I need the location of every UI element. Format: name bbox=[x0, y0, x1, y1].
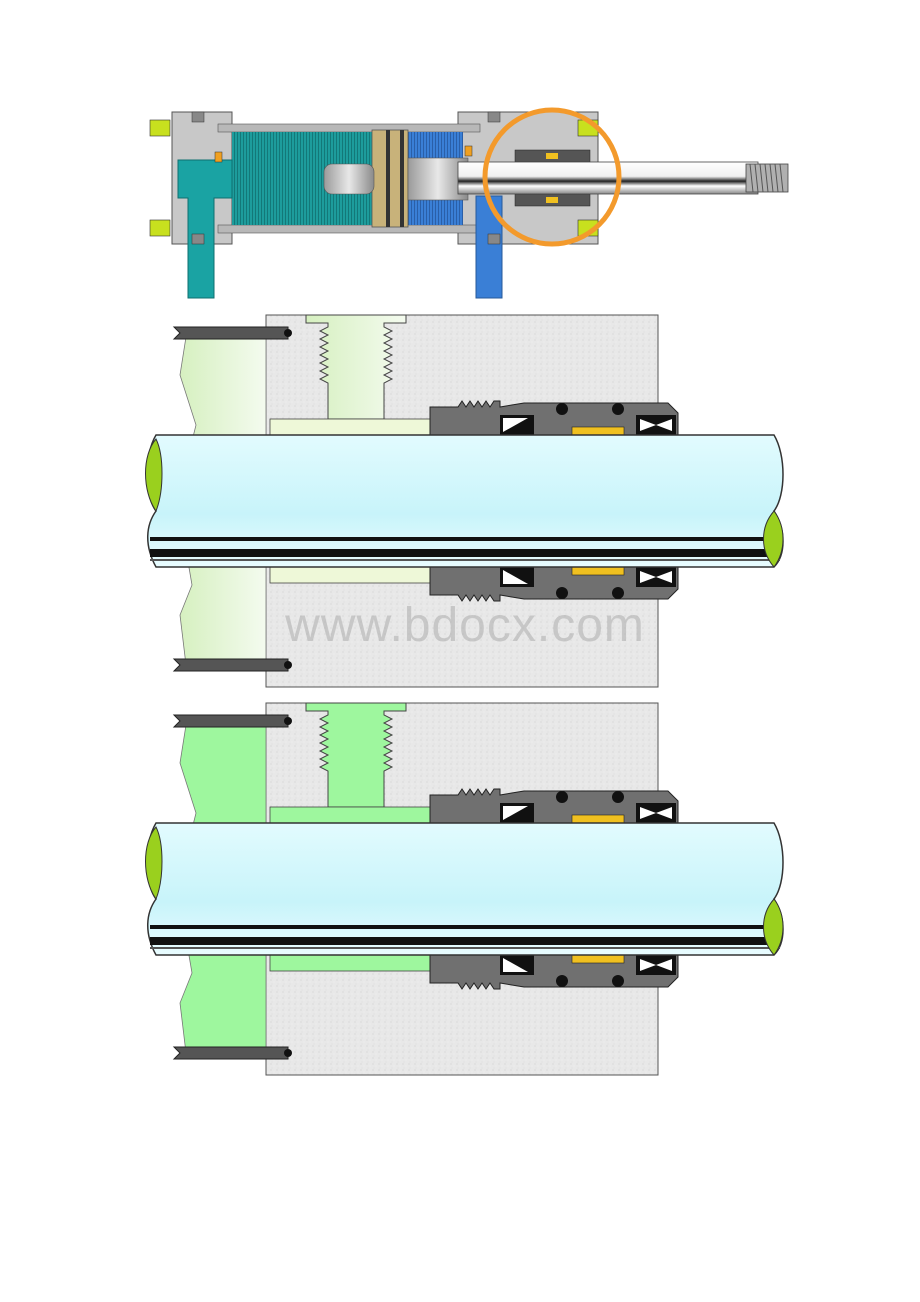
cap-port bbox=[177, 159, 233, 299]
cushion-spear bbox=[323, 163, 375, 195]
rod-end-right bbox=[763, 898, 784, 956]
piston-rod bbox=[457, 161, 759, 195]
gland-highlight-circle bbox=[482, 107, 622, 247]
detail-panel-before bbox=[145, 314, 784, 688]
tie-rod-upper bbox=[172, 714, 289, 728]
overview-cylinder bbox=[149, 107, 789, 299]
rod-thread bbox=[745, 163, 789, 193]
gland-detail bbox=[145, 702, 784, 1076]
tie-rod-lower bbox=[172, 1046, 289, 1060]
rod-port bbox=[475, 195, 503, 299]
tie-rod-upper bbox=[172, 326, 289, 340]
rod-seals-upper bbox=[500, 791, 676, 824]
rod-end-left bbox=[145, 826, 163, 901]
piston-rod-detail bbox=[145, 822, 784, 956]
rod-seals-lower bbox=[500, 954, 676, 987]
piston-rod-detail bbox=[145, 434, 784, 568]
detail-panel-after bbox=[145, 702, 784, 1076]
rod-seals-upper bbox=[500, 403, 676, 436]
rod-seals-lower bbox=[500, 566, 676, 599]
tie-rod-lower bbox=[172, 658, 289, 672]
rod-end-right bbox=[763, 510, 784, 568]
rod-end-left bbox=[145, 438, 163, 513]
gland-detail bbox=[145, 314, 784, 688]
